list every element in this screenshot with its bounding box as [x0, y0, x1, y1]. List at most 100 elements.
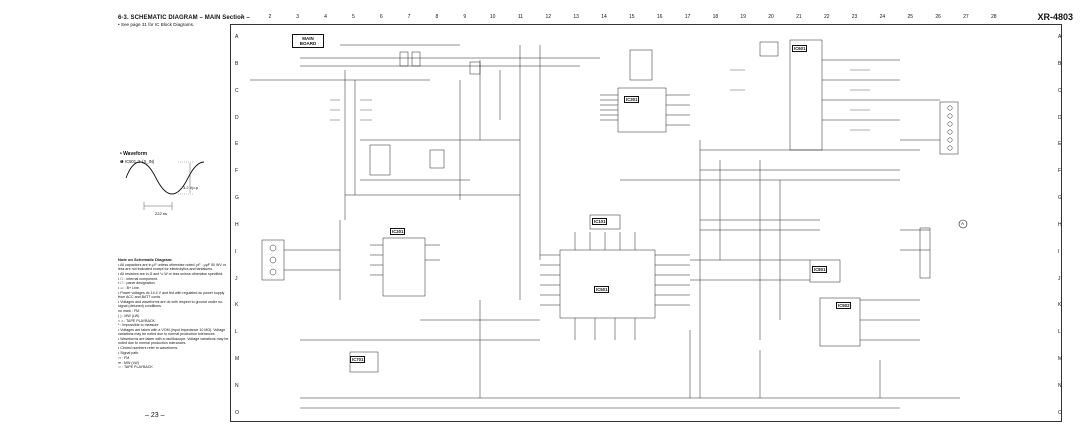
note-item: • Waveforms are taken with a oscilloscop… — [118, 337, 229, 346]
column-number: 6 — [379, 14, 383, 20]
page-number: – 23 – — [145, 412, 165, 419]
row-letter: D — [235, 114, 239, 121]
column-number: 27 — [963, 14, 969, 20]
note-item: • All resistors are in Ω and ¼ W or less… — [118, 271, 224, 276]
schematic-notes: Note on Schematic Diagram: • All capacit… — [118, 257, 230, 370]
row-letter: M — [235, 356, 240, 363]
row-letter: K — [1058, 302, 1062, 309]
column-number: 7 — [407, 14, 411, 20]
schematic-frame — [230, 24, 1062, 422]
note-item: • All capacitors are in μF unless otherw… — [118, 262, 226, 271]
row-letters-left: A B C D E F G H I J K L M N O — [235, 34, 239, 416]
ic-label-upper: IC301 — [624, 96, 640, 103]
ic-label-micro: IC501 — [594, 286, 610, 293]
row-letter: I — [235, 248, 237, 255]
column-number: 9 — [463, 14, 467, 20]
row-letter: L — [235, 329, 238, 336]
column-number: 12 — [545, 14, 552, 20]
column-number: 1 — [240, 14, 244, 20]
row-letter: F — [235, 168, 239, 175]
note-item: • Voltages are taken with a VOM (Input i… — [118, 328, 226, 337]
column-number: 3 — [296, 14, 300, 20]
row-letter: A — [1058, 34, 1062, 40]
notes-heading: Note on Schematic Diagram: — [118, 257, 173, 262]
column-number: 13 — [573, 14, 579, 20]
note-item: ⇨ : TAPE PLAYBACK — [118, 365, 153, 370]
row-letter: L — [1058, 329, 1061, 336]
note-item: • Power voltages dc 14.4 V and fed with … — [118, 290, 225, 300]
note-item: ➡ : MW (LW) — [118, 360, 139, 365]
note-item: • Signal path. — [118, 350, 140, 355]
row-letter: M — [1058, 356, 1063, 363]
waveform-voltage: 3.2 Vp-p — [183, 185, 199, 190]
ic-label-left: IC201 — [390, 228, 406, 235]
row-letter: E — [1058, 141, 1062, 148]
column-number: 25 — [907, 14, 914, 20]
row-letter: E — [235, 141, 239, 148]
column-number: 17 — [684, 14, 691, 20]
notes-list: • All capacitors are in μF unless otherw… — [118, 263, 230, 370]
row-letter: C — [1058, 87, 1062, 94]
note-item: < > : TAPE PLAYBACK — [118, 318, 155, 323]
note-item: • ☐ : panel designation. — [118, 281, 156, 286]
column-number: 28 — [991, 14, 997, 20]
row-letter: A — [235, 34, 239, 40]
column-number: 23 — [851, 14, 858, 20]
column-number: 4 — [324, 14, 327, 20]
board-label-line2: BOARD — [299, 41, 317, 46]
board-label-line1: MAIN — [302, 36, 314, 41]
waveform-label: ❶ IC501 ⑦ (X_IN) — [120, 159, 155, 164]
row-letter: O — [235, 409, 239, 416]
diagram-subtitle: • See page 31 for IC Block Diagrams. — [118, 22, 195, 27]
row-letter: G — [1058, 195, 1062, 202]
column-number: 18 — [712, 14, 719, 20]
note-item: ⇒ : FM — [118, 355, 130, 360]
note-item: * : Impossible to measure — [118, 323, 159, 328]
model-number: XR-4803 — [1037, 12, 1073, 22]
note-item: • ☐ : internal component. — [118, 276, 159, 281]
row-letter: G — [235, 195, 239, 202]
column-number: 11 — [517, 14, 524, 20]
ic-label-amp: IC601 — [792, 45, 808, 52]
column-number: 24 — [879, 14, 886, 20]
row-letter: F — [1058, 168, 1062, 175]
column-number: 8 — [435, 14, 439, 20]
waveform-period: 222 ns — [155, 211, 168, 216]
column-number: 15 — [629, 14, 635, 20]
row-letter: N — [1058, 382, 1062, 389]
row-letter: N — [235, 382, 239, 389]
row-letter: I — [1058, 248, 1060, 255]
column-number: 20 — [768, 14, 774, 20]
ic-label-right2: IC502 — [836, 302, 852, 309]
note-item: • ▭ : B+ Line. — [118, 286, 140, 291]
row-letter: J — [235, 275, 238, 282]
diagram-title: 6-3. SCHEMATIC DIAGRAM – MAIN Section – — [118, 15, 250, 21]
note-item: no mark : FM — [118, 308, 140, 313]
board-label: MAIN BOARD — [292, 34, 324, 48]
column-number: 16 — [656, 14, 663, 20]
column-number: 5 — [351, 14, 355, 20]
row-letter: J — [1058, 275, 1061, 282]
column-number: 19 — [740, 14, 746, 20]
row-letter: H — [235, 221, 239, 228]
row-letter: K — [235, 302, 239, 309]
row-letter: B — [235, 60, 239, 67]
column-number: 14 — [601, 14, 607, 20]
ic-label-bottom: IC701 — [350, 356, 366, 363]
column-number: 10 — [489, 14, 496, 20]
column-number: 2 — [268, 14, 272, 20]
row-letter: D — [1058, 114, 1062, 121]
row-letter: C — [235, 87, 239, 94]
waveform-graph — [125, 161, 205, 210]
row-letter: O — [1058, 409, 1062, 416]
ic-label-mid: IC101 — [592, 218, 608, 225]
column-number: 26 — [935, 14, 941, 20]
note-item: ( ) : MW (LW) — [118, 313, 140, 318]
circle-label-a: A — [961, 221, 965, 226]
note-item: • Circled numbers refer to waveforms. — [118, 346, 179, 351]
waveform-heading: • Waveform — [120, 151, 148, 157]
column-number: 21 — [796, 14, 802, 20]
